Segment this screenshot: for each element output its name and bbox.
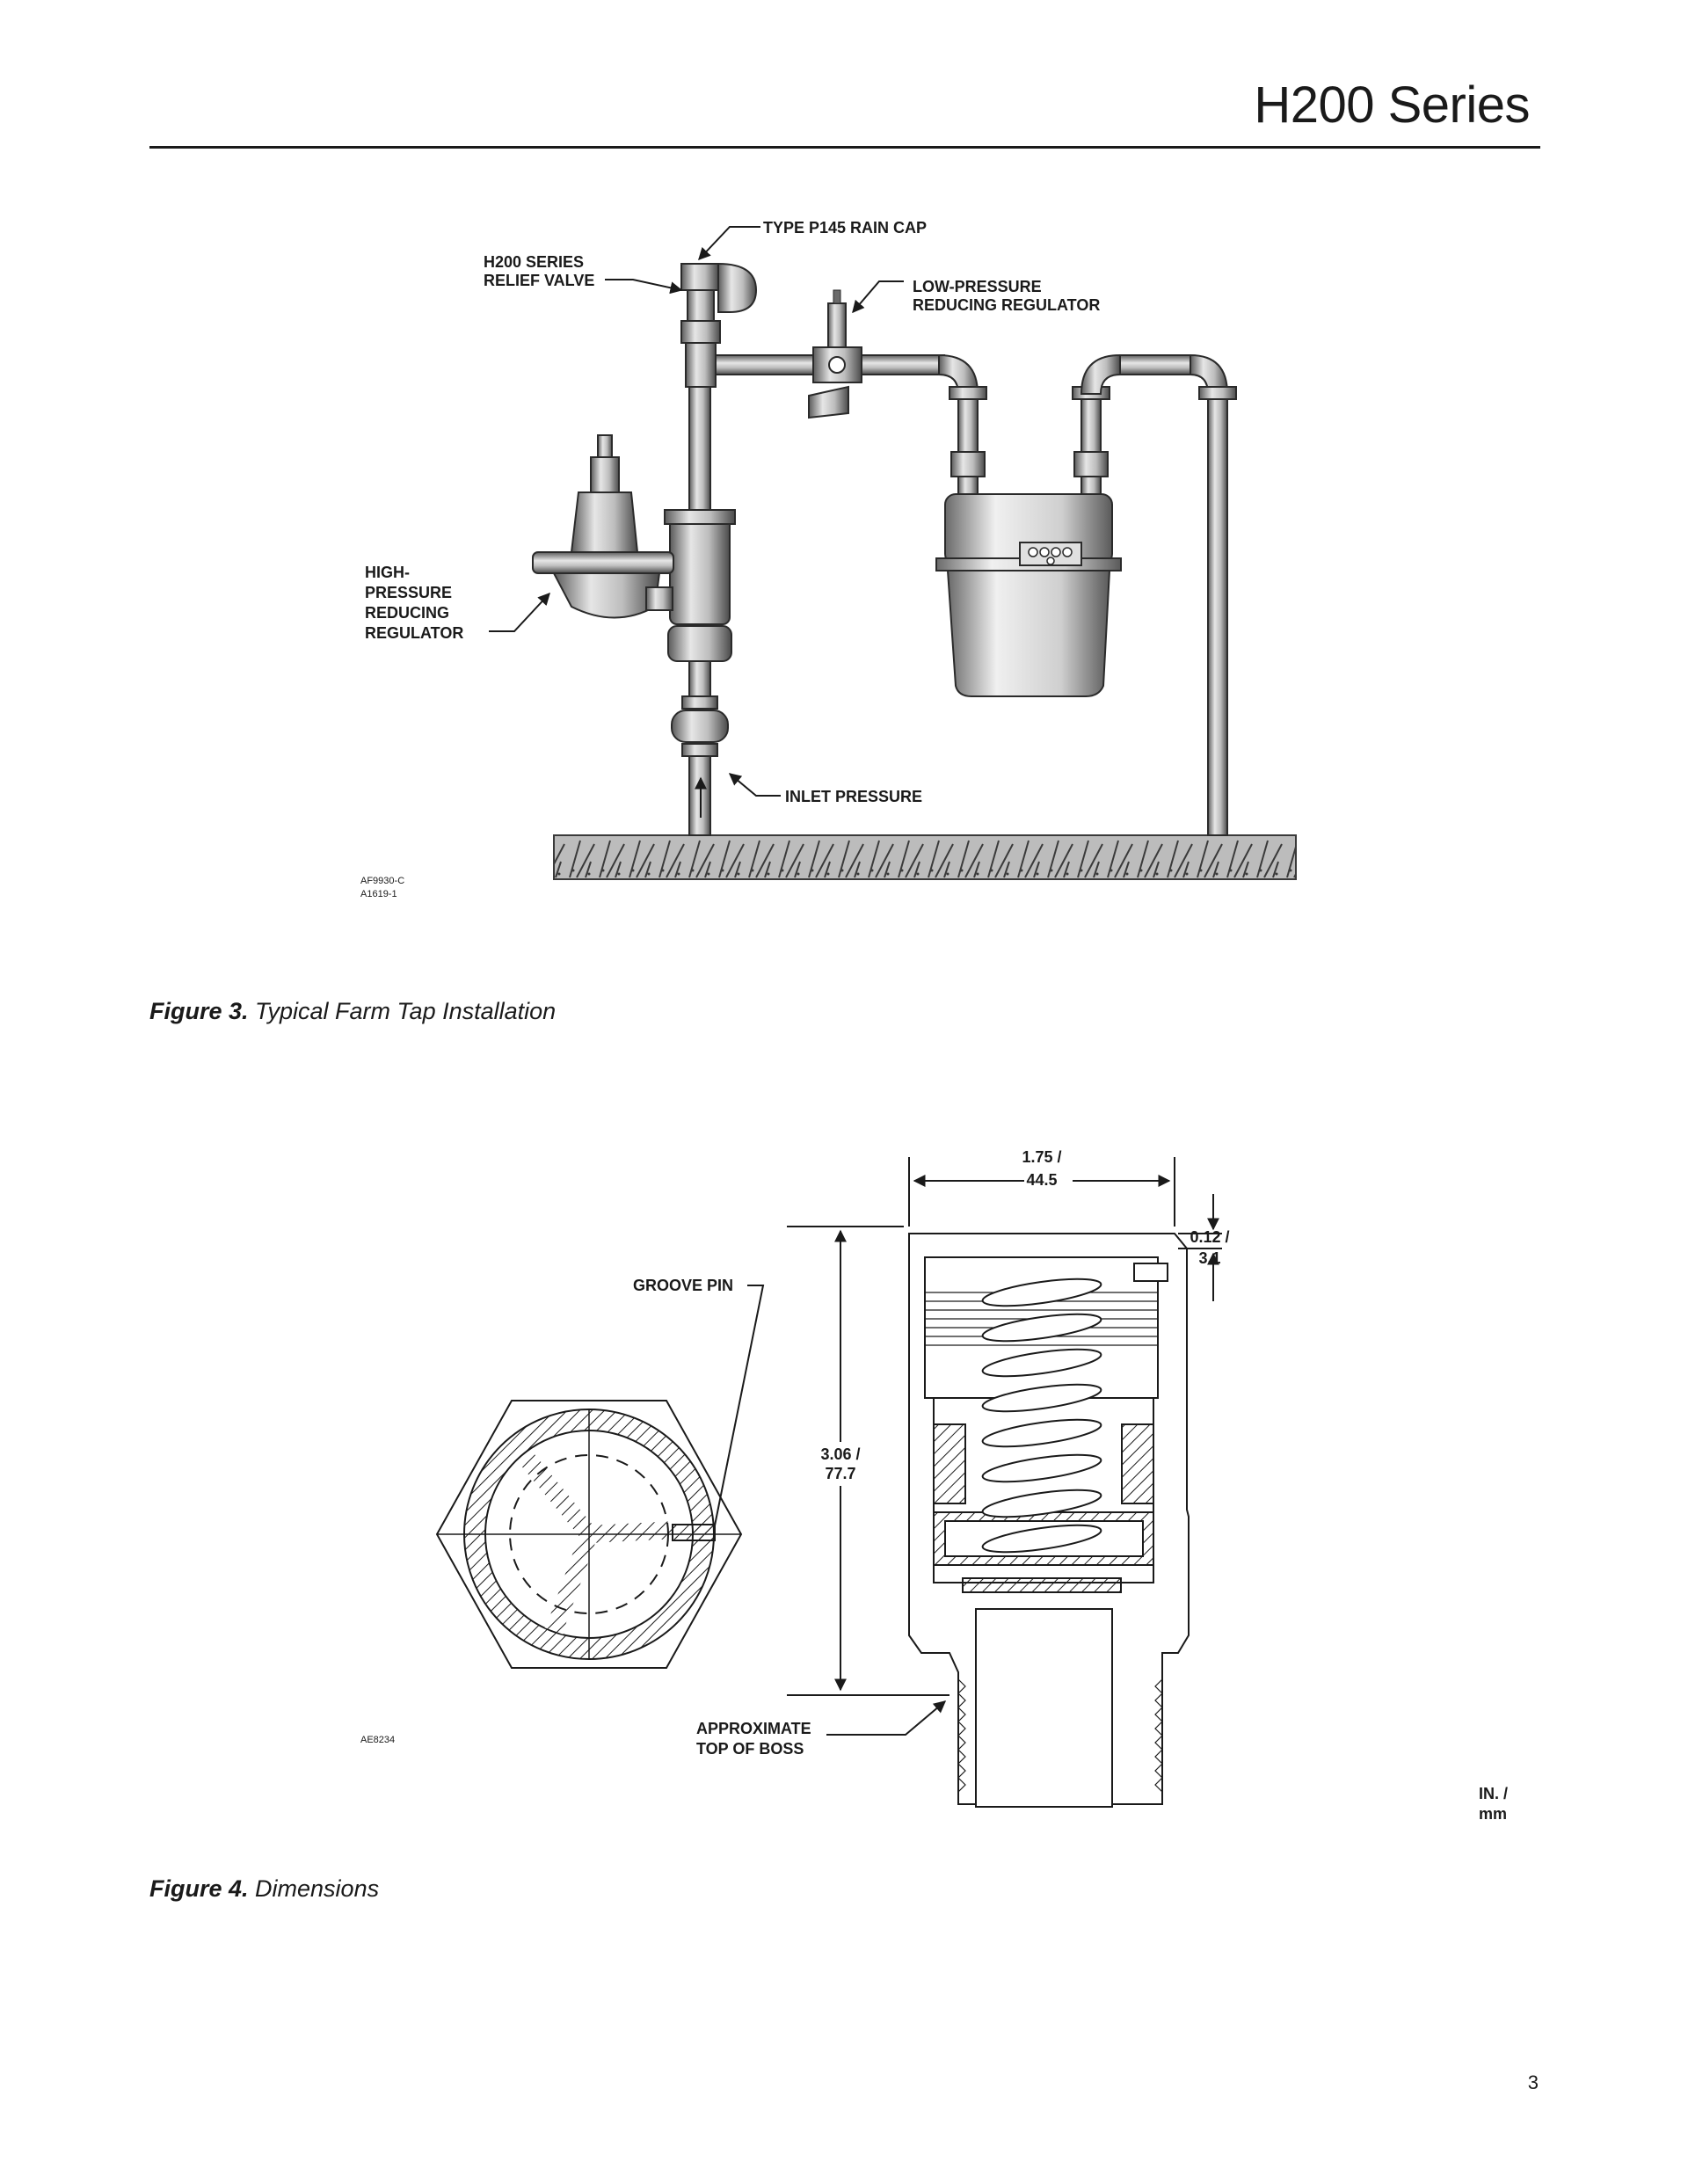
figure4-caption: Figure 4. Dimensions (149, 1875, 379, 1903)
relief-valve (680, 262, 758, 388)
label-hp-line3: REDUCING (365, 604, 449, 622)
label-units-line1: IN. / (1479, 1785, 1508, 1802)
label-inlet-pressure: INLET PRESSURE (785, 788, 922, 805)
label-units-line2: mm (1479, 1805, 1507, 1823)
outlet-riser (1207, 398, 1228, 836)
high-pressure-regulator (532, 434, 736, 662)
label-relief-line1: H200 SERIES (484, 253, 584, 271)
figure3-caption-number: Figure 3. (149, 998, 249, 1024)
label-boss-line1: APPROXIMATE (696, 1720, 811, 1737)
spring (981, 1278, 1102, 1554)
dim-height-in: 3.06 / (820, 1445, 860, 1463)
section-view (908, 1233, 1190, 1808)
page-number: 3 (1527, 2071, 1539, 2093)
figure3-code-1: AF9930-C (360, 876, 404, 886)
label-groove-pin: GROOVE PIN (633, 1277, 733, 1294)
label-hp-line1: HIGH- (365, 564, 410, 581)
label-hp-line4: REGULATOR (365, 624, 463, 642)
dim-top-in: 0.12 / (1190, 1228, 1229, 1246)
label-relief-line2: RELIEF VALVE (484, 272, 594, 289)
figure4-caption-text: Dimensions (248, 1875, 380, 1902)
label-rain-cap: TYPE P145 RAIN CAP (763, 219, 927, 237)
figure4-diagram: 1.75 / 44.5 0.12 / 3.1 3.06 / 77.7 GROOV… (360, 1148, 1508, 1823)
dim-width-in: 1.75 / (1022, 1148, 1061, 1166)
label-lp-line2: REDUCING REGULATOR (913, 296, 1100, 314)
header-rule (149, 146, 1540, 149)
dim-height-mm: 77.7 (825, 1465, 855, 1482)
figure3-code-2: A1619-1 (360, 889, 397, 899)
ground (553, 834, 1297, 880)
figure3-caption-text: Typical Farm Tap Installation (248, 998, 557, 1024)
label-boss-line2: TOP OF BOSS (696, 1740, 804, 1758)
low-pressure-regulator (808, 289, 862, 419)
label-hp-line2: PRESSURE (365, 584, 452, 601)
figure4-code: AE8234 (360, 1735, 395, 1745)
gas-meter (935, 493, 1122, 697)
page-header-title: H200 Series (1254, 76, 1530, 134)
figure3-diagram: TYPE P145 RAIN CAP H200 SERIES RELIEF VA… (360, 219, 1297, 899)
dim-width-mm: 44.5 (1026, 1171, 1057, 1189)
figure3-caption: Figure 3. Typical Farm Tap Installation (149, 998, 556, 1025)
hex-end-view (435, 1400, 743, 1669)
label-lp-line1: LOW-PRESSURE (913, 278, 1042, 295)
inlet-valve (671, 695, 729, 757)
dim-top-mm: 3.1 (1198, 1249, 1220, 1267)
figure4-caption-number: Figure 4. (149, 1875, 249, 1902)
